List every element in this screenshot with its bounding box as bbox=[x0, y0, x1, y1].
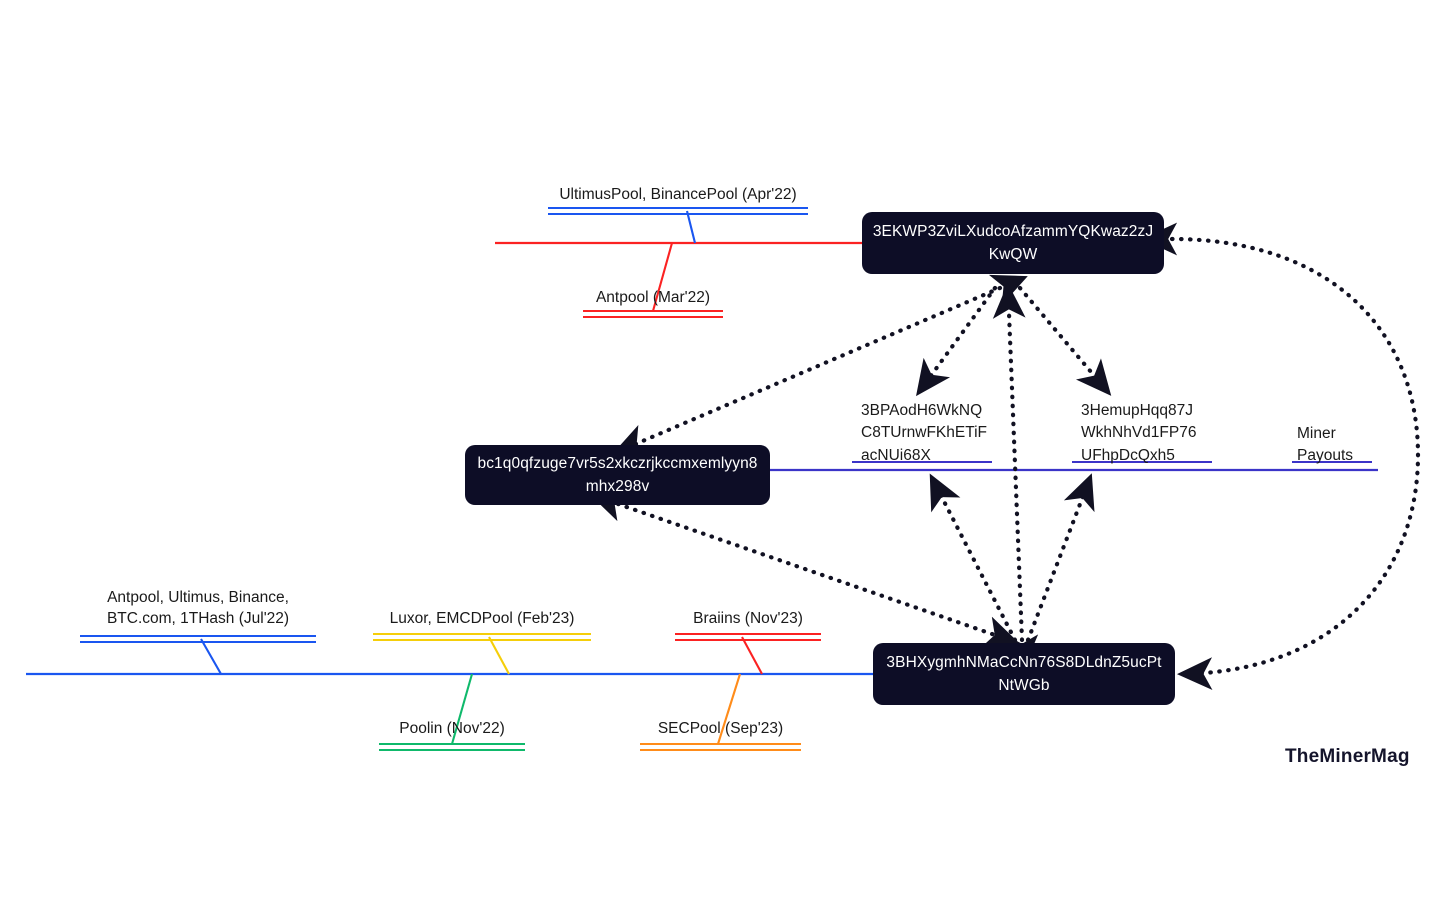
bottom-timeline-marker-nov22 bbox=[379, 673, 525, 752]
payout-address-1-label: 3BPAodH6WkNQ C8TUrnwFKhETiF acNUi68X bbox=[861, 402, 988, 464]
bottom-timeline-label-jul22: Antpool, Ultimus, Binance, BTC.com, 1THa… bbox=[106, 589, 290, 627]
top-timeline-marker-ultimus-binance bbox=[548, 206, 808, 244]
address-box-top[interactable]: 3EKWP3ZviLXudcoAfzammYQKwaz2zJKwQW bbox=[862, 212, 1164, 274]
arrow-middle-to-bottom bbox=[589, 490, 1020, 648]
arrow-right-arc-top-bottom bbox=[1141, 222, 1421, 690]
bottom-timeline-marker-sep23 bbox=[640, 673, 801, 752]
bottom-timeline-label-sep23: SECPool (Sep'23) bbox=[657, 720, 784, 737]
arrow-top-to-payout-2 bbox=[1017, 285, 1112, 396]
top-timeline-label-below: Antpool (Mar'22) bbox=[595, 289, 711, 306]
bottom-timeline-marker-nov23 bbox=[675, 632, 821, 675]
arrow-top-to-payout-1 bbox=[916, 285, 998, 397]
payout-axis bbox=[768, 461, 1378, 472]
payout-address-2-label: 3HemupHqq87J WkhNhVd1FP76 UFhpDcQxh5 bbox=[1081, 402, 1197, 464]
address-box-bottom[interactable]: 3BHXygmhNMaCcNn76S8DLdnZ5ucPtNtWGb bbox=[873, 643, 1175, 705]
bottom-timeline-marker-feb23 bbox=[373, 632, 591, 675]
top-timeline-label-above: UltimusPool, BinancePool (Apr'22) bbox=[559, 186, 797, 203]
payout-axis-label: Miner Payouts bbox=[1297, 425, 1354, 465]
bottom-timeline-label-feb23: Luxor, EMCDPool (Feb'23) bbox=[389, 610, 575, 627]
bottom-timeline-label-nov23: Braiins (Nov'23) bbox=[693, 610, 803, 627]
address-box-middle[interactable]: bc1q0qfzuge7vr5s2xkczrjkccmxemlyyn8mhx29… bbox=[465, 445, 770, 505]
watermark-theminermag: TheMinerMag bbox=[1285, 746, 1410, 767]
flow-arrows bbox=[589, 222, 1421, 690]
bottom-timeline-label-nov22: Poolin (Nov'22) bbox=[399, 720, 505, 737]
arrow-bottom-to-payout-1 bbox=[929, 473, 1018, 643]
arrow-top-to-middle bbox=[612, 274, 1028, 456]
bottom-timeline-marker-jul22 bbox=[80, 634, 316, 675]
arrow-bottom-to-payout-2 bbox=[1025, 473, 1095, 643]
